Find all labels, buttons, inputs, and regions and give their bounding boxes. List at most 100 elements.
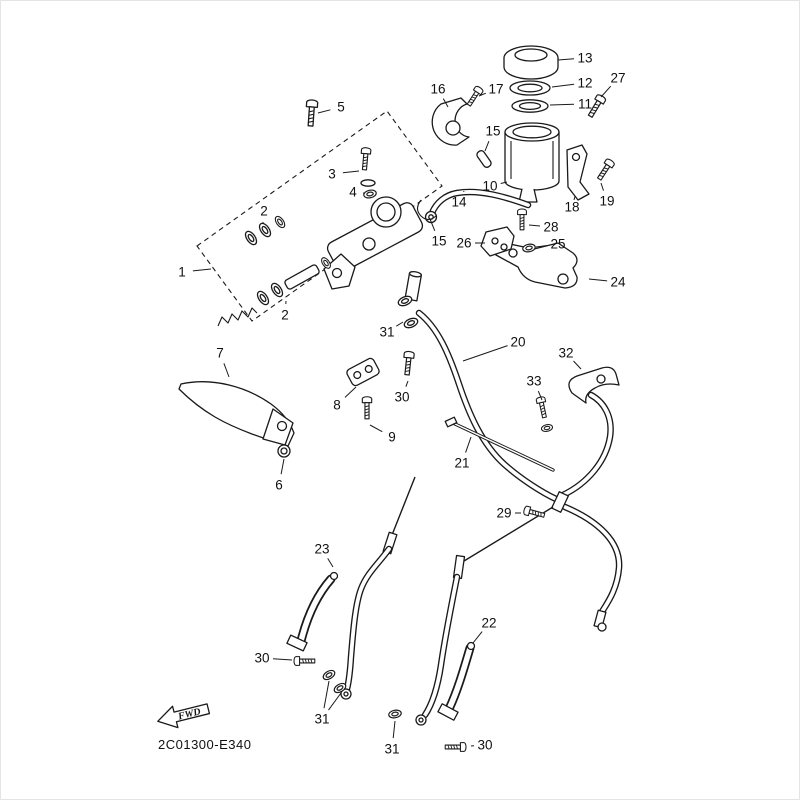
part-number-13: 13	[577, 51, 592, 66]
part-10-reservoir-body	[505, 123, 559, 202]
master-cylinder-body	[324, 197, 425, 301]
part-12-diaphragm-plate	[510, 81, 550, 95]
part-5-screw	[305, 100, 318, 127]
part-22-hose-assembly	[416, 556, 475, 725]
part-28-bolt	[518, 209, 527, 230]
part-number-31: 31	[379, 325, 394, 340]
part-number-29: 29	[496, 506, 511, 521]
part-number-12: 12	[577, 76, 592, 91]
leader-line-31	[329, 693, 342, 710]
part-30-banjo-bolt-upper	[402, 351, 414, 375]
leader-line-30	[273, 659, 292, 660]
leader-line-31	[324, 681, 329, 708]
part-29-bolt	[523, 506, 545, 520]
part-number-1: 1	[178, 265, 186, 280]
leader-line-27	[601, 86, 611, 97]
part-2-seal-set-upper	[243, 215, 286, 247]
part-number-11: 11	[578, 97, 592, 112]
leader-line-22	[473, 632, 482, 643]
part-13-reservoir-cap	[504, 46, 558, 79]
fwd-label: FWD	[176, 706, 202, 722]
part-number-20: 20	[510, 335, 525, 350]
part-number-6: 6	[275, 478, 283, 493]
part-number-18: 18	[564, 200, 579, 215]
leader-line-30	[406, 381, 408, 387]
part-number-24: 24	[610, 275, 626, 290]
part-7-brake-lever	[179, 382, 294, 446]
leader-line-23	[328, 558, 333, 567]
part-number-25: 25	[550, 237, 565, 252]
part-3-screw	[360, 147, 375, 186]
part-30-bolt-bottom-left	[294, 657, 315, 666]
part-number-30: 30	[394, 390, 409, 405]
part-number-15: 15	[431, 234, 446, 249]
part-14-reservoir-hose	[426, 192, 529, 223]
part-1-piston-kit	[218, 256, 332, 326]
leader-line-11	[550, 104, 574, 105]
part-20-brake-hose	[419, 313, 619, 631]
pipe-link-left	[392, 477, 415, 535]
part-number-26: 26	[456, 236, 471, 251]
part-number-15: 15	[485, 124, 500, 139]
part-number-28: 28	[543, 220, 558, 235]
part-number-33: 33	[526, 374, 541, 389]
part-number-21: 21	[454, 456, 469, 471]
leader-line-20	[463, 346, 508, 361]
diagram-code: 2C01300-E340	[158, 737, 251, 752]
part-15-pin	[476, 149, 493, 168]
part-number-14: 14	[451, 195, 467, 210]
part-number-9: 9	[388, 430, 396, 445]
part-number-17: 17	[488, 82, 503, 97]
part-number-10: 10	[482, 179, 497, 194]
leader-line-8	[345, 387, 356, 397]
leader-line-6	[281, 459, 284, 474]
leader-line-21	[466, 437, 471, 453]
leader-line-9	[370, 425, 382, 432]
part-6-nut	[278, 445, 290, 457]
part-30-bolt-bottom-right	[445, 743, 466, 752]
part-number-8: 8	[333, 398, 341, 413]
part-9-screw	[362, 397, 371, 419]
leader-line-12	[552, 84, 574, 87]
part-8-clamp	[346, 357, 381, 387]
part-4-washer	[363, 189, 377, 199]
part-number-23: 23	[314, 542, 329, 557]
part-31-washers-bottom-left	[322, 669, 348, 695]
part-31-washer-bottom-mid	[388, 709, 402, 719]
part-number-5: 5	[337, 100, 345, 115]
leader-line-5	[318, 110, 330, 113]
part-number-30: 30	[477, 738, 492, 753]
leader-line-32	[574, 361, 582, 369]
part-number-7: 7	[216, 346, 224, 361]
leader-line-19	[601, 183, 604, 191]
part-23-hose-assembly	[287, 532, 397, 699]
leader-line-24	[589, 279, 607, 281]
part-number-32: 32	[558, 346, 573, 361]
part-number-4: 4	[349, 185, 357, 200]
part-number-2: 2	[281, 308, 289, 323]
leader-line-13	[558, 59, 574, 60]
part-17-screw	[465, 85, 484, 107]
leader-line-31	[396, 322, 403, 326]
leader-line-3	[343, 171, 359, 173]
leader-line-28	[529, 225, 540, 226]
part-19-screw	[595, 158, 615, 182]
part-11-diaphragm	[512, 100, 548, 112]
leader-line-7	[224, 363, 229, 377]
part-33-bolt	[536, 396, 553, 432]
part-number-19: 19	[599, 194, 614, 209]
leader-line-31	[393, 721, 395, 738]
part-number-22: 22	[481, 616, 496, 631]
part-18-bracket	[567, 145, 589, 200]
part-16-holder-bracket	[432, 98, 469, 145]
part-number-16: 16	[430, 82, 445, 97]
part-number-31: 31	[314, 712, 329, 727]
part-number-31: 31	[384, 742, 399, 757]
part-number-3: 3	[328, 167, 336, 182]
part-number-27: 27	[610, 71, 625, 86]
part-number-30: 30	[254, 651, 269, 666]
fwd-marker: FWD	[155, 698, 211, 732]
leader-line-15	[485, 141, 489, 151]
